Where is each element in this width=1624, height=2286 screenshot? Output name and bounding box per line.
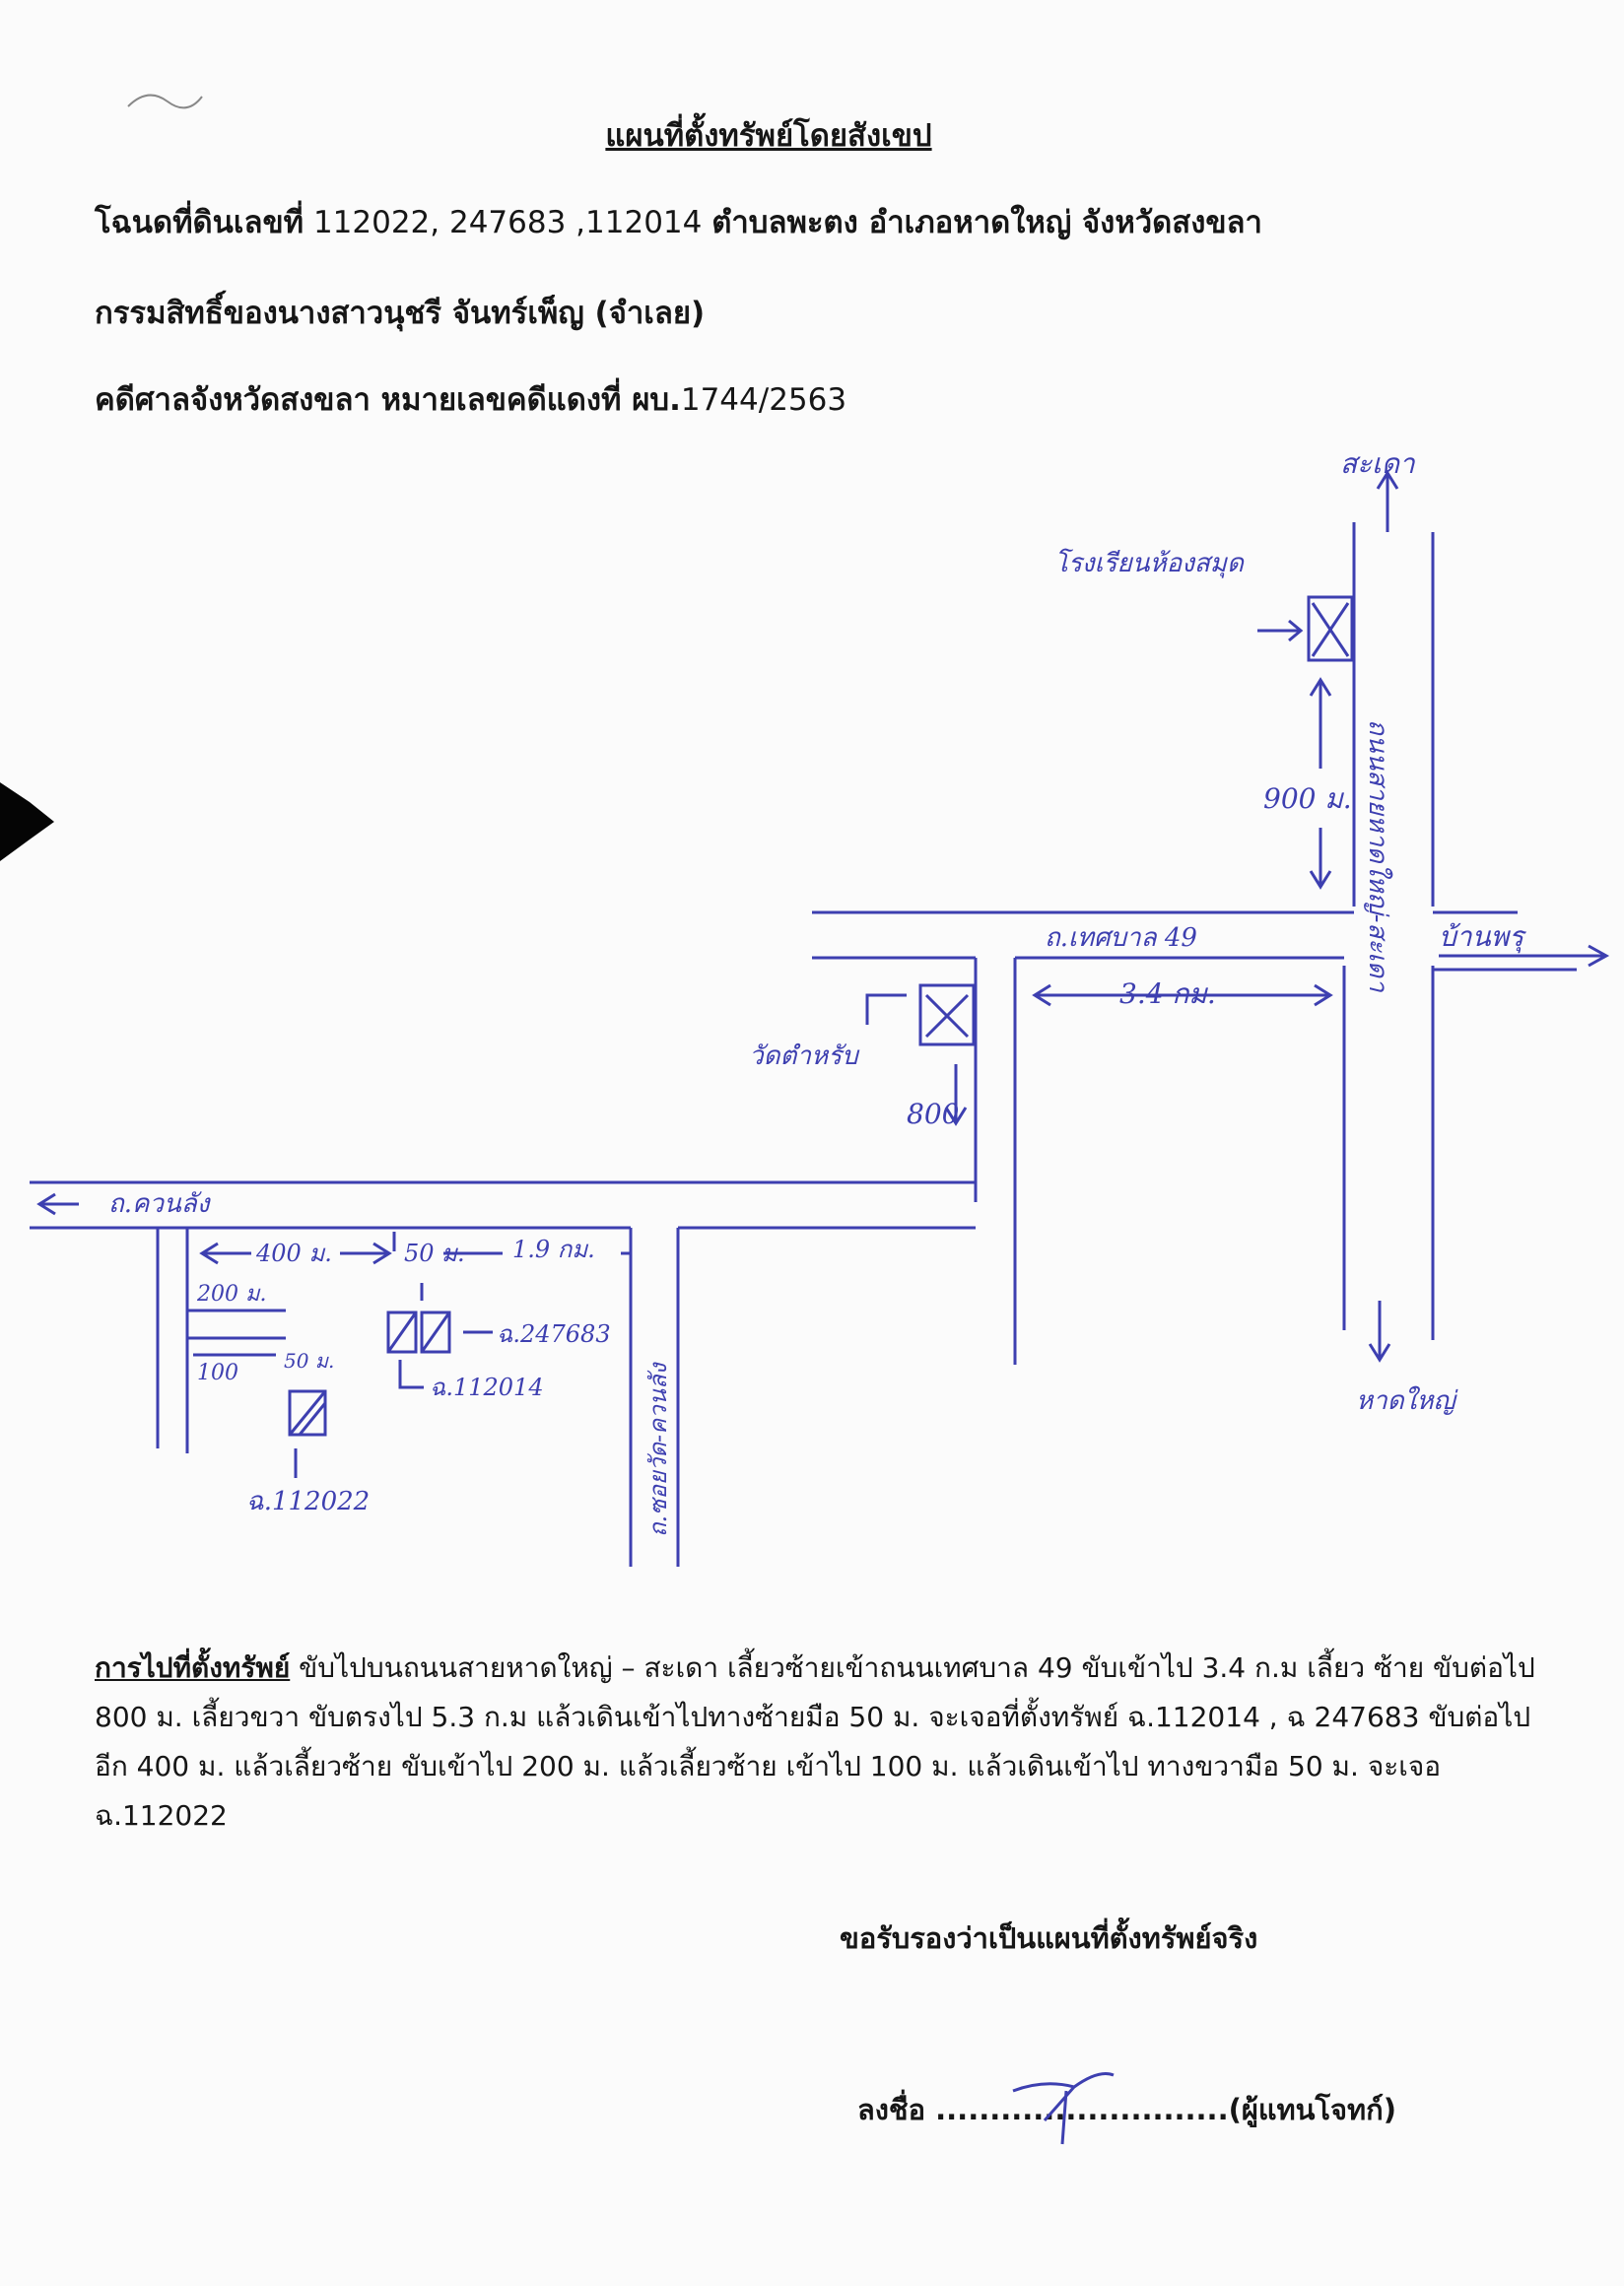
label-side-road: ถ.เทศบาล 49 bbox=[1045, 923, 1197, 953]
south-arrow bbox=[1368, 1301, 1391, 1363]
deed-line: โฉนดที่ดินเลขที่ 112022, 247683 ,112014 … bbox=[95, 197, 1262, 246]
parcel-247683 bbox=[420, 1311, 451, 1354]
label-50: 50 ม. bbox=[404, 1240, 465, 1267]
court-line: คดีศาลจังหวัดสงขลา หมายเลขคดีแดงที่ ผบ.1… bbox=[95, 374, 846, 424]
distance-arrow-3-4 bbox=[1032, 983, 1333, 1007]
up-arrow-900 bbox=[1309, 677, 1332, 769]
label-vertical-road: ถ.ซอยวัด-ควนลัง bbox=[644, 1361, 672, 1537]
arrow-400 bbox=[199, 1242, 392, 1265]
directions-paragraph: การไปที่ตั้งทรัพย์ ขับไปบนถนนสายหาดใหญ่ … bbox=[95, 1644, 1543, 1841]
court-label: คดีศาลจังหวัดสงขลา หมายเลขคดีแดงที่ ผบ. bbox=[95, 382, 681, 418]
label-left-road: ถ.ควนลัง bbox=[108, 1189, 212, 1219]
label-temple: วัดตำหรับ bbox=[749, 1042, 860, 1071]
sketch-map-svg: สะเดา โรงเรียนห้องสมุด 900 ม. ถ.เทศบาล 4… bbox=[30, 447, 1610, 1567]
label-top-north: สะเดา bbox=[1340, 447, 1416, 480]
owner-line: กรรมสิทธิ์ของนางสาวนุชรี จันทร์เพ็ญ (จำเ… bbox=[95, 288, 705, 337]
signature-role: (ผู้แทนโจทก์) bbox=[1228, 2093, 1396, 2126]
deed-numbers: 112022, 247683 ,112014 bbox=[312, 205, 703, 240]
deed-label: โฉนดที่ดินเลขที่ bbox=[95, 205, 304, 240]
west-arrow bbox=[36, 1192, 79, 1216]
school-marker bbox=[1307, 595, 1354, 662]
deed-location: ตำบลพะตง อำเภอหาดใหญ่ จังหวัดสงขลา bbox=[711, 205, 1262, 240]
owner-text: กรรมสิทธิ์ของนางสาวนุชรี จันทร์เพ็ญ (จำเ… bbox=[95, 296, 706, 331]
label-3-4: 3.4 กม. bbox=[1119, 977, 1216, 1010]
directions-lead: การไปที่ตั้งทรัพย์ bbox=[95, 1651, 291, 1684]
signature-label: ลงชื่อ bbox=[857, 2093, 926, 2126]
label-900: 900 ม. bbox=[1263, 782, 1352, 815]
label-to-right: บ้านพรุ bbox=[1439, 920, 1526, 954]
label-200: 200 ม. bbox=[196, 1282, 266, 1307]
location-sketch-map: สะเดา โรงเรียนห้องสมุด 900 ม. ถ.เทศบาล 4… bbox=[0, 434, 1624, 1596]
label-deed-247683: ฉ.247683 bbox=[497, 1320, 611, 1348]
parcel-112014 bbox=[386, 1311, 418, 1354]
label-deed-112014: ฉ.112014 bbox=[430, 1374, 544, 1401]
label-800: 800 bbox=[907, 1098, 959, 1130]
north-arrow bbox=[1376, 470, 1399, 532]
punch-hole-shadow bbox=[0, 782, 54, 861]
school-arrow bbox=[1257, 619, 1304, 642]
label-400: 400 ม. bbox=[255, 1240, 332, 1267]
arrow-800 bbox=[944, 1064, 968, 1126]
parcel-112022 bbox=[288, 1389, 327, 1437]
signature-line: ลงชื่อ ...........................(ผู้แท… bbox=[857, 2087, 1396, 2132]
label-100: 100 bbox=[197, 1361, 238, 1385]
label-deed-112022: ฉ.112022 bbox=[246, 1487, 370, 1516]
handwritten-signature bbox=[1012, 2072, 1115, 2145]
down-arrow-900 bbox=[1309, 828, 1332, 890]
label-50b: 50 ม. bbox=[284, 1349, 334, 1373]
temple-arrow bbox=[865, 993, 907, 1025]
document-title: แผนที่ตั้งทรัพย์โดยสังเขป bbox=[605, 118, 932, 154]
label-to-bottom: หาดใหญ่ bbox=[1356, 1385, 1458, 1416]
label-school: โรงเรียนห้องสมุด bbox=[1054, 548, 1245, 578]
label-1-9: 1.9 กม. bbox=[512, 1236, 595, 1263]
road-lines bbox=[30, 470, 1610, 1567]
arrow-112014 bbox=[398, 1360, 424, 1389]
directions-body: ขับไปบนถนนสายหาดใหญ่ – สะเดา เลี้ยวซ้ายเ… bbox=[95, 1651, 1535, 1832]
corner-scribble-mark bbox=[127, 94, 203, 109]
certification-statement: ขอรับรองว่าเป็นแผนที่ตั้งทรัพย์จริง bbox=[840, 1921, 1258, 1955]
label-main-road: ถนนสายหาดใหญ่-สะเดา bbox=[1363, 719, 1393, 993]
right-arrow bbox=[1439, 944, 1610, 968]
case-number: 1744/2563 bbox=[680, 382, 847, 418]
map-labels: สะเดา โรงเรียนห้องสมุด 900 ม. ถ.เทศบาล 4… bbox=[108, 447, 1526, 1537]
signature-dots: ........................... bbox=[935, 2093, 1229, 2126]
temple-marker bbox=[918, 983, 976, 1046]
